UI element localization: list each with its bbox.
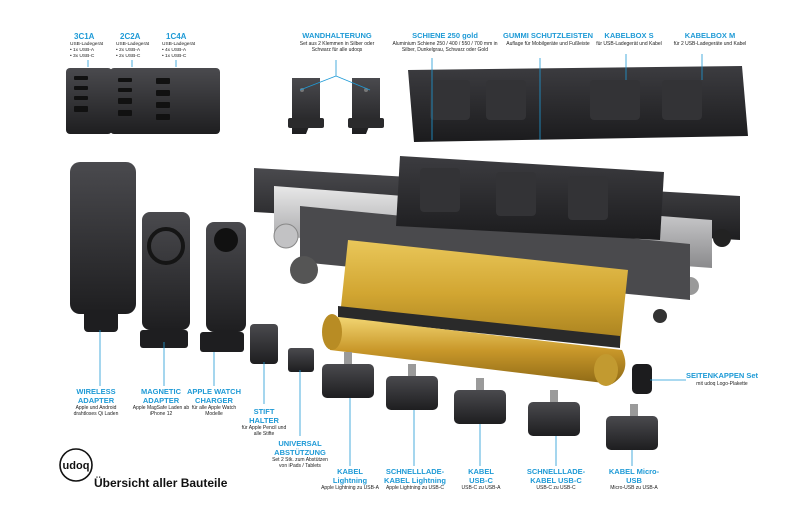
charger-2c2a-title: 2C2A	[120, 32, 141, 41]
cable-micro-usb	[606, 404, 658, 450]
label-cable-box-m: KABELBOX M für 2 USB-Ladegeräte und Kabe…	[673, 31, 747, 47]
charger-1c4a-title: 1C4A	[166, 32, 187, 41]
charger-3c1a	[66, 68, 112, 134]
fast-cable-usbc	[528, 390, 580, 436]
charger-3c1a-lines: USB-Ladegerät• 1x USB-A• 3x USB-C	[70, 42, 104, 60]
label-apple-watch-charger: APPLE WATCH CHARGER für alle Apple Watch…	[186, 387, 242, 417]
label-magnetic-adapter: MAGNETIC ADAPTER Apple MagSafe Laden ab …	[132, 387, 190, 417]
label-universal-support: UNIVERSAL ABSTÜTZUNG Set 2 Stk. zum Abst…	[272, 439, 328, 469]
label-pen-holder: STIFT HALTER für Apple Pencil und alle S…	[241, 407, 287, 437]
cable-box-s	[396, 156, 664, 240]
magnetic-adapter	[140, 212, 190, 348]
label-cable-lightning: KABEL Lightning Apple Lightning zu USB-A	[321, 467, 379, 491]
label-wall-mount: WANDHALTERUNG Set aus 2 Klemmen in Silbe…	[299, 31, 375, 53]
pen-holder	[250, 324, 278, 364]
cable-box-m	[408, 66, 748, 142]
label-rubber-strips: GUMMI SCHUTZLEISTEN Auflage für Mobilger…	[503, 31, 593, 47]
label-rail: SCHIENE 250 gold Aluminium Schiene 250 /…	[392, 31, 498, 53]
side-caps	[632, 309, 667, 394]
udoq-logo: udoq	[59, 448, 93, 482]
leader-lines	[87, 54, 703, 466]
fast-cable-lightning	[386, 364, 438, 410]
cable-usbc	[454, 378, 506, 424]
label-cable-micro-usb: KABEL Micro-USB Micro-USB zu USB-A	[608, 467, 660, 491]
label-fast-cable-usbc: SCHNELLLADE-KABEL USB-C USB-C zu USB-C	[526, 467, 586, 491]
label-wireless-adapter: WIRELESS ADAPTER Apple und Android draht…	[73, 387, 119, 417]
label-cable-box-s: KABELBOX S für USB-Ladegerät und Kabel	[596, 31, 662, 47]
wall-bracket-left	[288, 78, 324, 134]
apple-watch-charger	[200, 222, 246, 352]
charger-2c2a-lines: USB-Ladegerät• 2x USB-A• 2x USB-C	[116, 42, 150, 60]
label-cable-usbc: KABEL USB-C USB-C zu USB-A	[461, 467, 501, 491]
label-side-caps: SEITENKAPPEN Set mit udoq Logo-Plakette	[685, 371, 759, 387]
charger-1c4a-lines: USB-Ladegerät• 4x USB-A• 1x USB-C	[162, 42, 196, 60]
logo-text: udoq	[63, 460, 90, 472]
label-fast-cable-lightning: SCHNELLLADE-KABEL Lightning Apple Lightn…	[384, 467, 446, 491]
cable-lightning	[322, 352, 374, 398]
rail-gold	[322, 240, 628, 386]
universal-support	[288, 348, 314, 372]
charger-2c2a	[110, 68, 156, 134]
charger-1c4a	[148, 68, 220, 134]
overview-title: Übersicht aller Bauteile	[94, 476, 228, 490]
wall-bracket-right	[348, 78, 384, 134]
charger-3c1a-title: 3C1A	[74, 32, 95, 41]
wireless-adapter	[70, 162, 136, 332]
